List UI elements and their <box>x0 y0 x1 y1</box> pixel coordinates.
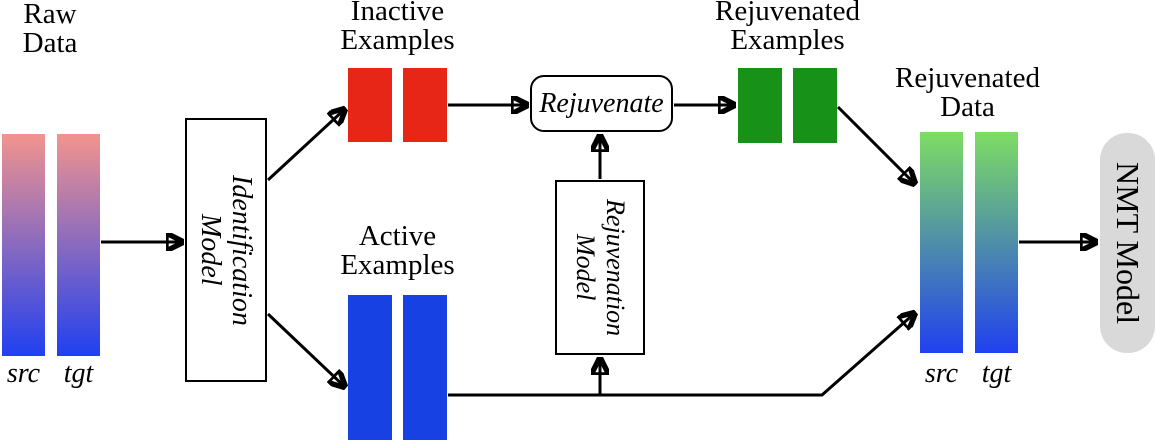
raw-tgt-bar <box>57 134 100 356</box>
raw-src-label: src <box>6 358 41 389</box>
rejuvenated-data-label-line1: Rejuvenated <box>895 62 1040 94</box>
rejuvenated-data-label: Rejuvenated Data <box>880 64 1055 122</box>
inactive-examples-label-line1: Inactive <box>350 0 445 27</box>
rejuvenated-examples-label: Rejuvenated Examples <box>700 0 875 55</box>
rejuvenated-tgt-label: tgt <box>981 358 1012 389</box>
raw-data-label-line2: Data <box>22 27 78 59</box>
rejuvenation-model-box: Rejuvenation Model <box>555 180 645 355</box>
raw-tgt-label: tgt <box>63 358 94 389</box>
arrow-identification-to-inactive <box>266 108 346 182</box>
nmt-model-label: NMT Model <box>1110 161 1146 325</box>
rejuvenated-src-label: src <box>924 358 959 389</box>
arrow-identification-to-active <box>266 312 346 388</box>
active-examples-label: Active Examples <box>325 222 470 280</box>
rejuvenate-box: Rejuvenate <box>530 75 673 132</box>
inactive-examples-label-line2: Examples <box>340 24 455 56</box>
rejuvenated-src-bar <box>920 132 963 353</box>
rejuvenation-model-label: Rejuvenation Model <box>570 199 630 336</box>
rejuvenated-tgt-bar <box>975 132 1018 353</box>
identification-model-box: Identification Model <box>185 118 267 382</box>
raw-src-bar <box>2 134 45 356</box>
identification-model-label-line2: Model <box>195 214 226 286</box>
inactive-example-bar-1 <box>348 68 392 142</box>
active-examples-label-line1: Active <box>358 220 437 252</box>
arrow-active-to-rejuvenated-data <box>448 312 916 397</box>
rejuvenate-label: Rejuvenate <box>539 87 664 119</box>
identification-model-label-line1: Identification <box>226 174 257 326</box>
rejuvenation-model-label-line2: Model <box>571 234 600 301</box>
inactive-examples-label: Inactive Examples <box>325 0 470 55</box>
active-example-bar-1 <box>348 295 392 440</box>
rejuvenated-data-label-line2: Data <box>940 91 995 123</box>
rejuvenation-model-label-line1: Rejuvenation <box>601 198 630 337</box>
raw-data-label-line1: Raw <box>23 0 77 30</box>
inactive-example-bar-2 <box>403 68 447 142</box>
rejuvenated-example-bar-2 <box>793 68 837 143</box>
rejuvenated-example-bar-1 <box>738 68 782 143</box>
nmt-model-box: NMT Model <box>1100 133 1155 353</box>
identification-model-label: Identification Model <box>195 175 257 326</box>
raw-data-label: Raw Data <box>0 0 100 58</box>
rejuvenated-examples-label-line1: Rejuvenated <box>715 0 860 27</box>
rejuvenated-examples-label-line2: Examples <box>730 24 845 56</box>
active-example-bar-2 <box>403 295 447 440</box>
active-examples-label-line2: Examples <box>340 249 455 281</box>
